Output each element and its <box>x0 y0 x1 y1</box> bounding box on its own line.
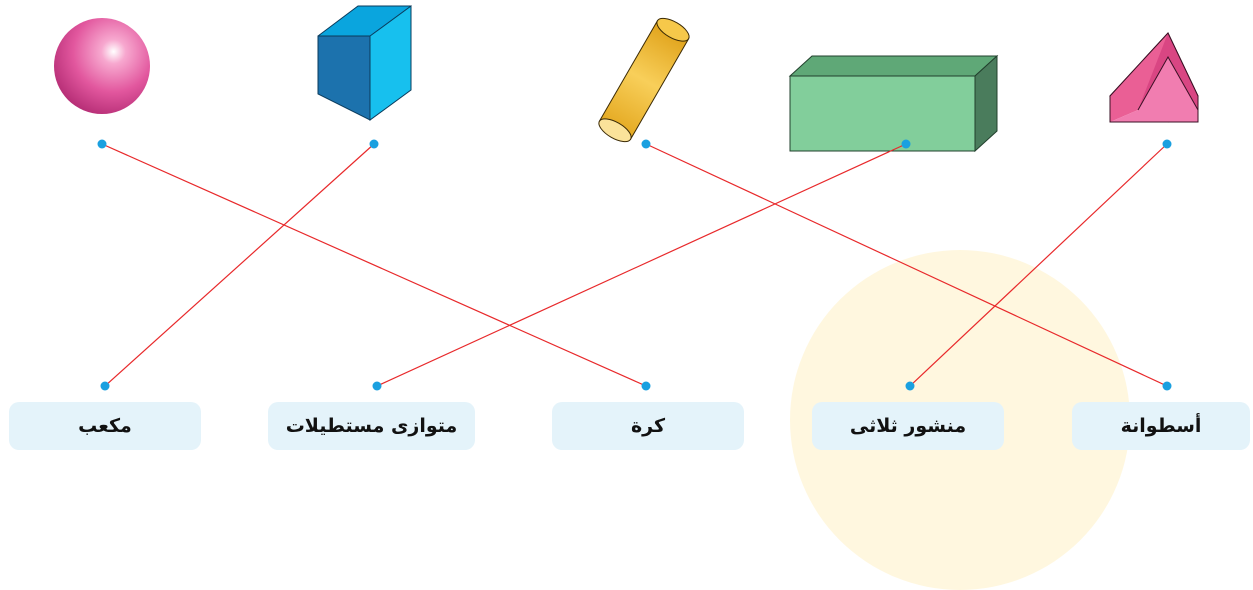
cylinder-icon <box>598 17 690 143</box>
label-cube[interactable]: مكعب <box>9 402 201 450</box>
shape-dot[interactable] <box>641 139 651 149</box>
label-sphere[interactable]: كرة <box>552 402 744 450</box>
label-dot[interactable] <box>905 381 915 391</box>
shape-dot[interactable] <box>901 139 911 149</box>
shape-dot[interactable] <box>1162 139 1172 149</box>
shape-dots <box>97 139 1172 149</box>
label-dots <box>100 381 1172 391</box>
cube-icon <box>317 5 412 121</box>
shape-dot[interactable] <box>369 139 379 149</box>
label-text: متوازى مستطيلات <box>285 415 458 437</box>
connection-line <box>645 143 1168 387</box>
label-text: منشور ثلاثى <box>849 415 967 437</box>
connection-line <box>909 143 1168 387</box>
connection-line <box>104 143 375 387</box>
label-dot[interactable] <box>641 381 651 391</box>
sphere-icon <box>54 18 150 114</box>
diagram-canvas <box>54 5 1199 391</box>
rectangular-prism-icon <box>788 54 999 153</box>
label-cuboid[interactable]: متوازى مستطيلات <box>268 402 475 450</box>
label-dot[interactable] <box>1162 381 1172 391</box>
label-text: مكعب <box>78 415 132 437</box>
label-dot[interactable] <box>372 381 382 391</box>
shape-dot[interactable] <box>97 139 107 149</box>
label-text: أسطوانة <box>1120 415 1202 437</box>
connection-lines <box>101 143 1168 387</box>
label-triangular-prism[interactable]: منشور ثلاثى <box>812 402 1004 450</box>
label-cylinder[interactable]: أسطوانة <box>1072 402 1250 450</box>
connection-line <box>101 143 647 387</box>
connection-line <box>376 143 907 387</box>
triangular-prism-icon <box>1109 32 1199 123</box>
label-text: كرة <box>630 415 666 437</box>
label-dot[interactable] <box>100 381 110 391</box>
matching-diagram: مكعب متوازى مستطيلات كرة منشور ثلاثى أسط… <box>9 5 1250 590</box>
